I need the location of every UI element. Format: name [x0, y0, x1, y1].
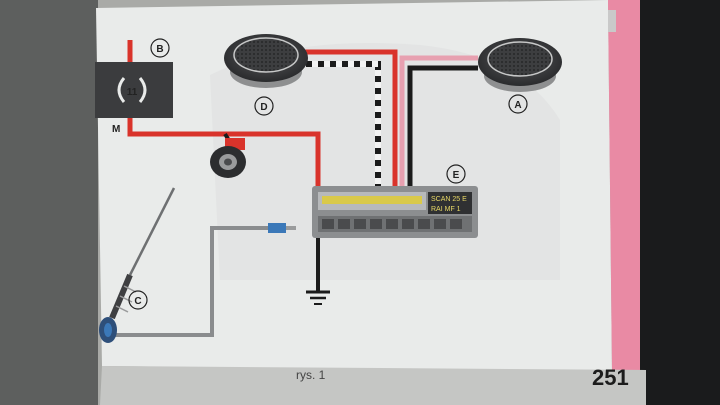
antenna-plug	[268, 223, 296, 233]
side-tab	[608, 10, 616, 32]
label-d: D	[260, 102, 267, 113]
speaker-left	[224, 34, 308, 88]
label-e: E	[453, 170, 460, 181]
label-a-badge	[508, 94, 528, 114]
radio-unit	[312, 186, 478, 238]
label-e-badge	[446, 164, 466, 184]
speaker-left-wire-red	[300, 49, 398, 186]
fuse-box	[95, 62, 173, 118]
control-knob	[210, 138, 246, 178]
power-wire-red	[127, 118, 321, 186]
page-edge-pink	[608, 0, 646, 372]
ground-label: M	[112, 124, 120, 135]
label-d-badge	[254, 96, 274, 116]
label-b: B	[156, 44, 163, 55]
ground-symbol	[306, 290, 330, 305]
radio-display-line2: RAI MF 1	[431, 206, 461, 213]
figure-caption: rys. 1	[296, 368, 326, 382]
page-bottom-strip	[100, 366, 646, 405]
label-c-badge	[128, 290, 148, 310]
antenna-cable	[110, 226, 268, 337]
fuse-number: 11	[127, 87, 138, 98]
background-right	[640, 0, 720, 405]
background-left	[0, 0, 98, 405]
radio-display-line1: SCAN 25 E	[431, 196, 467, 203]
label-a: A	[514, 100, 521, 111]
speaker-right-wire-pink	[399, 55, 478, 186]
speaker-right	[478, 38, 562, 92]
label-b-badge	[150, 38, 170, 58]
speaker-right-wire-black	[407, 65, 478, 186]
antenna	[99, 187, 176, 343]
label-c: C	[134, 296, 141, 307]
speaker-left-wire-stripe	[300, 61, 381, 186]
radio-buttons	[322, 219, 462, 229]
page-number: 251	[592, 365, 629, 390]
